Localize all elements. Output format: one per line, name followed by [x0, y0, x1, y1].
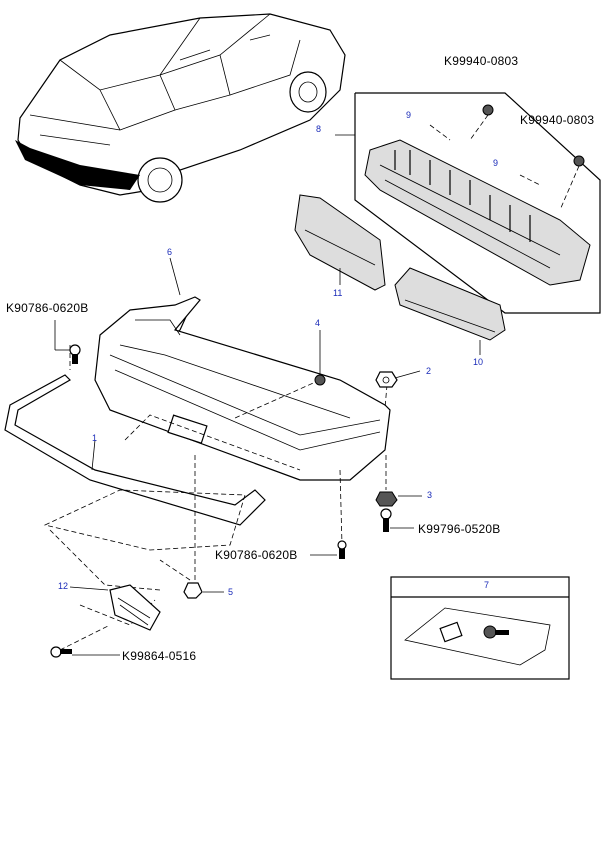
callout-4: 4 [315, 318, 320, 328]
part-11-energy-absorber [294, 194, 386, 291]
callout-2: 2 [426, 366, 431, 376]
callout-9-b: 9 [493, 158, 498, 168]
bumper-cover [94, 296, 391, 481]
callout-8: 8 [316, 124, 321, 134]
callout-11: 11 [333, 288, 342, 298]
part-1-lower-molding [4, 374, 266, 526]
callout-5: 5 [228, 587, 233, 597]
code-k99940-top: K99940-0803 [444, 54, 518, 68]
callout-9-a: 9 [406, 110, 411, 120]
callout-6: 6 [167, 247, 172, 257]
code-k90786-bottom: K90786-0620B [215, 548, 297, 562]
fasteners [50, 320, 422, 658]
part-10-energy-absorber [394, 267, 506, 355]
code-k99796: K99796-0520B [418, 522, 500, 536]
reinforcement-assembly-box [335, 92, 601, 314]
code-k90786-left: K90786-0620B [6, 301, 88, 315]
callout-10: 10 [473, 357, 483, 367]
callout-1: 1 [92, 433, 97, 443]
car-illustration [15, 13, 346, 203]
part-12-bracket-plate [69, 584, 161, 631]
callout-3: 3 [427, 490, 432, 500]
callout-7: 7 [484, 580, 489, 590]
code-k99864: K99864-0516 [122, 649, 196, 663]
part-7-kit-box [390, 576, 570, 680]
code-k99940-right: K99940-0803 [520, 113, 594, 127]
callout-12: 12 [58, 581, 68, 591]
